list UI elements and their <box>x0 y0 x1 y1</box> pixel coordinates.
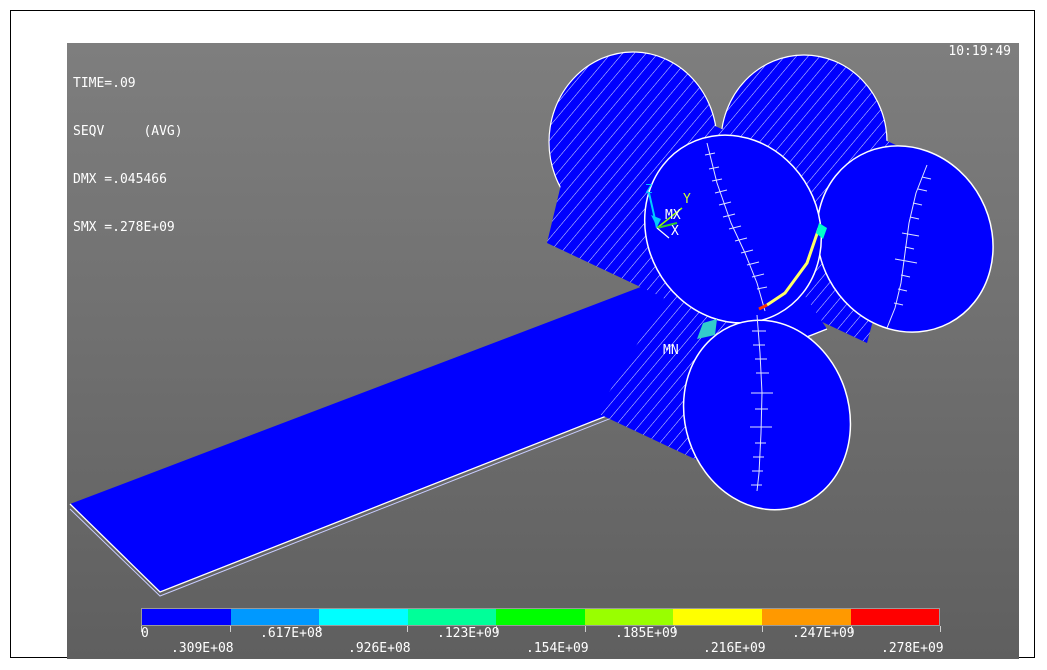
legend-tick <box>585 626 586 632</box>
legend-tick <box>851 626 852 632</box>
triad-z-label: Z <box>645 182 652 196</box>
result-info-block: TIME=.09 SEQV (AVG) DMX =.045466 SMX =.2… <box>73 44 183 268</box>
min-marker: MN <box>663 343 679 358</box>
legend-tick <box>496 626 497 632</box>
legend-value-label: 0 <box>141 626 149 641</box>
coordinate-triad: Z Y MX X <box>645 182 691 239</box>
back-roller-face <box>816 145 994 333</box>
legend-swatch-5 <box>496 609 585 625</box>
legend-value-label: .247E+09 <box>792 626 855 641</box>
legend-value-label: .123E+09 <box>437 626 500 641</box>
legend-tick <box>319 626 320 632</box>
lower-roller-face <box>682 314 852 511</box>
legend-tick <box>230 626 231 632</box>
legend-tick <box>940 626 941 632</box>
legend-value-label: .278E+09 <box>881 641 944 656</box>
legend-swatch-1 <box>142 609 231 625</box>
legend-swatch-9 <box>850 609 940 625</box>
time-label: TIME=.09 <box>73 76 136 91</box>
legend-tick <box>762 626 763 632</box>
legend-value-label: .926E+08 <box>348 641 411 656</box>
upper-roller-face <box>643 134 827 324</box>
triad-x-label: X <box>671 224 679 239</box>
legend-value-label: .216E+09 <box>703 641 766 656</box>
fea-model-scene: Z Y MX X MN <box>69 51 994 597</box>
graphics-window-frame: Z Y MX X MN TIME=.09 SEQV (AVG) DMX =.04… <box>10 10 1035 659</box>
legend-swatch-6 <box>584 609 674 625</box>
triad-mx-label: MX <box>665 208 681 223</box>
triad-y-label: Y <box>683 192 691 207</box>
legend-value-label: .154E+09 <box>526 641 589 656</box>
legend-value-label: .185E+09 <box>615 626 678 641</box>
metal-strip <box>69 239 828 597</box>
legend-swatch-4 <box>407 609 497 625</box>
legend-tick <box>407 626 408 632</box>
dmx-label: DMX =.045466 <box>73 172 167 187</box>
legend-swatch-7 <box>673 609 762 625</box>
result-type-label: SEQV (AVG) <box>73 124 183 139</box>
legend-tick <box>674 626 675 632</box>
legend-swatch-8 <box>761 609 851 625</box>
legend-swatch-3 <box>319 609 408 625</box>
contour-legend-bar <box>141 608 940 626</box>
clock-label: 10:19:49 <box>948 44 1011 59</box>
legend-value-label: .309E+08 <box>171 641 234 656</box>
graphics-viewport[interactable]: Z Y MX X MN TIME=.09 SEQV (AVG) DMX =.04… <box>67 43 1019 659</box>
smx-label: SMX =.278E+09 <box>73 220 175 235</box>
legend-swatch-2 <box>230 609 320 625</box>
legend-value-label: .617E+08 <box>260 626 323 641</box>
legend-tick <box>141 626 142 632</box>
